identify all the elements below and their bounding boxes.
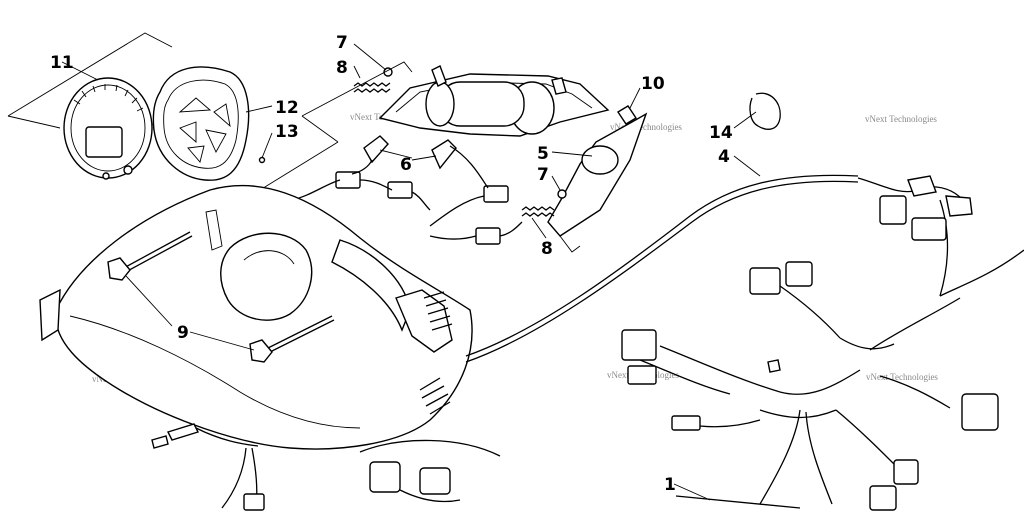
- callout-1: 1: [664, 475, 676, 495]
- lower-left-pigtails: [151, 423, 265, 511]
- speedometer-gauge: [63, 77, 153, 180]
- callout-7-upper: 7: [336, 33, 348, 53]
- callout-5: 5: [537, 144, 549, 164]
- callout-7-lower: 7: [537, 165, 549, 185]
- main-wiring-harness: [465, 174, 1024, 509]
- bulb-connectors: [291, 145, 523, 245]
- callout-8-lower: 8: [541, 239, 553, 259]
- bulb-socket-right: [431, 139, 457, 170]
- callout-6: 6: [400, 155, 412, 175]
- callout-11: 11: [50, 53, 74, 73]
- adjustment-screw-lower: [249, 315, 335, 363]
- callout-10: 10: [641, 74, 665, 94]
- watermark-text: vNext Technologies: [865, 114, 937, 124]
- spring-lower: [521, 189, 567, 217]
- callout-labels: 1 4 5 6 7 7 8 8 9 10 11 12 13 14: [50, 33, 733, 495]
- callout-8-upper: 8: [336, 58, 348, 78]
- cable-clip-ring: [749, 92, 781, 130]
- bulb-socket-left: [363, 135, 389, 164]
- callout-12: 12: [275, 98, 299, 118]
- callout-14: 14: [709, 123, 733, 143]
- callout-9: 9: [177, 323, 189, 343]
- harness-connectors: [359, 175, 999, 511]
- front-nose-cowl: [39, 184, 473, 450]
- adjustment-screw-upper: [107, 231, 193, 281]
- callout-bracket-11: [7, 32, 173, 129]
- cowl-vent-fins: [419, 291, 453, 415]
- headlight-housing-upper: [378, 65, 610, 137]
- callout-13: 13: [275, 122, 299, 142]
- gauge-housing: [152, 66, 266, 181]
- callout-4: 4: [718, 147, 730, 167]
- watermark-text: vNext Technologies: [866, 372, 938, 382]
- watermark-text: vNext Technologies: [610, 122, 682, 132]
- headlight-housing-lower: [547, 105, 648, 253]
